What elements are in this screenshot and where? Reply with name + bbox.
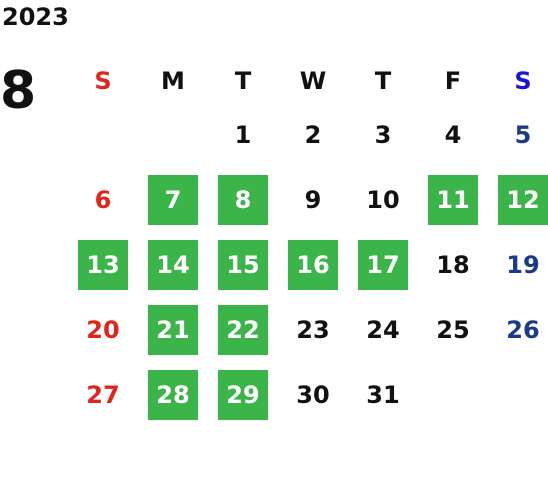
highlighted-day: 12 <box>498 174 548 225</box>
day-number: 4 <box>444 120 462 149</box>
weekday-header-row: S M T W T F S <box>68 60 548 102</box>
day-number: 31 <box>366 380 400 409</box>
day-cell: 13 <box>68 232 138 297</box>
day-cell: 9 <box>278 167 348 232</box>
highlighted-day: 29 <box>218 369 268 420</box>
month-label: 8 <box>0 61 37 121</box>
day-cell <box>418 362 488 427</box>
day-cell: 23 <box>278 297 348 362</box>
day-cell: 21 <box>138 297 208 362</box>
weekday-wednesday: W <box>299 67 327 95</box>
highlighted-day: 13 <box>78 239 128 290</box>
highlighted-day: 21 <box>148 304 198 355</box>
day-number: 6 <box>94 185 112 214</box>
highlighted-day: 15 <box>218 239 268 290</box>
week-row-1: 1 2 3 4 5 <box>68 102 548 167</box>
highlighted-day: 16 <box>288 239 338 290</box>
day-cell: 29 <box>208 362 278 427</box>
day-cell: 6 <box>68 167 138 232</box>
day-cell: 11 <box>418 167 488 232</box>
day-cell: 10 <box>348 167 418 232</box>
day-cell: 15 <box>208 232 278 297</box>
day-number: 25 <box>436 315 470 344</box>
day-cell: 4 <box>418 102 488 167</box>
day-cell: 12 <box>488 167 548 232</box>
day-cell: 20 <box>68 297 138 362</box>
day-number: 20 <box>86 315 120 344</box>
day-cell: 14 <box>138 232 208 297</box>
week-row-5: 27 28 29 30 31 <box>68 362 548 427</box>
weekday-friday: F <box>444 67 462 95</box>
day-number: 3 <box>374 120 392 149</box>
highlighted-day: 14 <box>148 239 198 290</box>
day-number: 23 <box>296 315 330 344</box>
day-cell: 16 <box>278 232 348 297</box>
weekday-sunday: S <box>94 67 112 95</box>
day-cell: 27 <box>68 362 138 427</box>
week-row-4: 20 21 22 23 24 25 26 <box>68 297 548 362</box>
day-cell: 19 <box>488 232 548 297</box>
calendar-grid: S M T W T F S 1 2 3 4 5 6 7 8 9 10 11 12 <box>68 60 548 427</box>
day-cell: 1 <box>208 102 278 167</box>
day-cell: 3 <box>348 102 418 167</box>
weekday-monday: M <box>161 67 185 95</box>
highlighted-day: 22 <box>218 304 268 355</box>
highlighted-day: 7 <box>148 174 198 225</box>
day-number: 5 <box>514 120 532 149</box>
day-cell: 2 <box>278 102 348 167</box>
day-cell: 18 <box>418 232 488 297</box>
day-number: 2 <box>304 120 322 149</box>
day-number: 9 <box>304 185 322 214</box>
day-cell <box>488 362 548 427</box>
day-number: 19 <box>506 250 540 279</box>
day-cell: 30 <box>278 362 348 427</box>
day-cell <box>68 102 138 167</box>
day-number: 10 <box>366 185 400 214</box>
day-number: 30 <box>296 380 330 409</box>
week-row-2: 6 7 8 9 10 11 12 <box>68 167 548 232</box>
day-number: 1 <box>234 120 252 149</box>
week-row-3: 13 14 15 16 17 18 19 <box>68 232 548 297</box>
day-cell: 31 <box>348 362 418 427</box>
day-cell: 7 <box>138 167 208 232</box>
year-label: 2023 <box>2 3 69 31</box>
highlighted-day: 8 <box>218 174 268 225</box>
day-number: 27 <box>86 380 120 409</box>
weekday-saturday: S <box>514 67 532 95</box>
day-cell: 24 <box>348 297 418 362</box>
highlighted-day: 11 <box>428 174 478 225</box>
day-number: 24 <box>366 315 400 344</box>
day-cell: 22 <box>208 297 278 362</box>
day-cell: 25 <box>418 297 488 362</box>
weekday-thursday: T <box>374 67 392 95</box>
highlighted-day: 28 <box>148 369 198 420</box>
day-cell: 26 <box>488 297 548 362</box>
day-cell <box>138 102 208 167</box>
day-number: 18 <box>436 250 470 279</box>
day-cell: 28 <box>138 362 208 427</box>
day-cell: 5 <box>488 102 548 167</box>
day-cell: 8 <box>208 167 278 232</box>
weekday-tuesday: T <box>234 67 252 95</box>
day-cell: 17 <box>348 232 418 297</box>
day-number: 26 <box>506 315 540 344</box>
highlighted-day: 17 <box>358 239 408 290</box>
